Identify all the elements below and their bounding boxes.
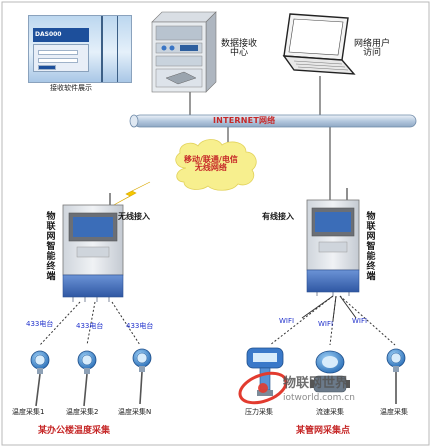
link-terminal-pressure — [269, 295, 334, 346]
label-sensor-temp-n: 温度采集N — [118, 408, 152, 416]
label-sensor-flow: 流速采集 — [316, 408, 344, 416]
label-wireless-access: 无线接入 — [118, 212, 150, 221]
screenshot-logo: DAS000 — [33, 28, 89, 42]
label-sensor-temp-2: 温度采集2 — [66, 408, 99, 416]
wifi-spoke-2 — [332, 295, 337, 321]
iot-terminal-icon — [62, 193, 124, 302]
label-sensor-temp-1: 温度采集1 — [12, 408, 45, 416]
iot-logo-icon — [238, 371, 288, 405]
power-tower — [117, 16, 118, 82]
label-terminal-left: 物联网智能终端 — [46, 212, 56, 282]
label-radio-1: 433电台 — [26, 320, 54, 328]
cloud-icon — [175, 139, 257, 191]
temperature-sensor-icon — [386, 348, 406, 404]
iot-terminal-icon — [306, 188, 360, 296]
wifi-spoke-3 — [339, 295, 357, 319]
label-data-center: 数据接收 中心 — [221, 39, 258, 59]
power-tower — [101, 16, 103, 82]
label-wireless-network: 移动/联通/电信 无线网络 — [184, 155, 238, 173]
wifi-spoke-1 — [301, 295, 334, 319]
watermark-text: 物联网世界 — [283, 376, 349, 391]
link-terminal-temp — [339, 295, 396, 346]
label-wifi-1: WIFI — [279, 317, 295, 325]
label-sensor-pressure: 压力采集 — [245, 408, 273, 416]
label-group-left: 某办公楼温度采集 — [38, 426, 111, 436]
label-internet: INTERNET网络 — [213, 116, 276, 125]
temperature-sensor-icon — [77, 350, 97, 407]
link-terminal-temp1 — [39, 301, 81, 346]
flow-sensor-icon — [310, 350, 350, 393]
login-field — [38, 58, 78, 63]
watermark-url: iotworld.com.cn — [283, 393, 355, 403]
receive-software-screenshot: DAS000 — [28, 15, 132, 83]
lightning-icon — [111, 181, 151, 207]
login-field — [38, 50, 78, 55]
label-wifi-3: WIFI — [352, 317, 368, 325]
label-wired-access: 有线接入 — [262, 212, 294, 221]
temperature-sensor-icon — [30, 350, 50, 407]
label-receive-software: 接收软件展示 — [50, 84, 92, 92]
server-rack-icon — [151, 11, 217, 93]
label-terminal-right: 物联网智能终端 — [366, 212, 376, 282]
laptop-icon — [282, 13, 356, 75]
internet-bar — [129, 114, 417, 128]
label-radio-3: 433电台 — [126, 322, 154, 330]
link-terminal-tempn — [111, 301, 141, 346]
label-group-right: 某管网采集点 — [296, 426, 351, 436]
label-network-user: 网络用户 访问 — [354, 39, 391, 59]
label-radio-2: 433电台 — [76, 322, 104, 330]
connection-lines — [39, 76, 396, 346]
label-wifi-2: WIFI — [318, 320, 334, 328]
login-button — [38, 65, 56, 70]
link-terminal-temp2 — [86, 301, 96, 346]
pressure-sensor-icon — [246, 347, 284, 396]
temperature-sensor-icon — [132, 348, 152, 405]
login-form — [33, 44, 89, 72]
label-sensor-temp: 温度采集 — [380, 408, 408, 416]
